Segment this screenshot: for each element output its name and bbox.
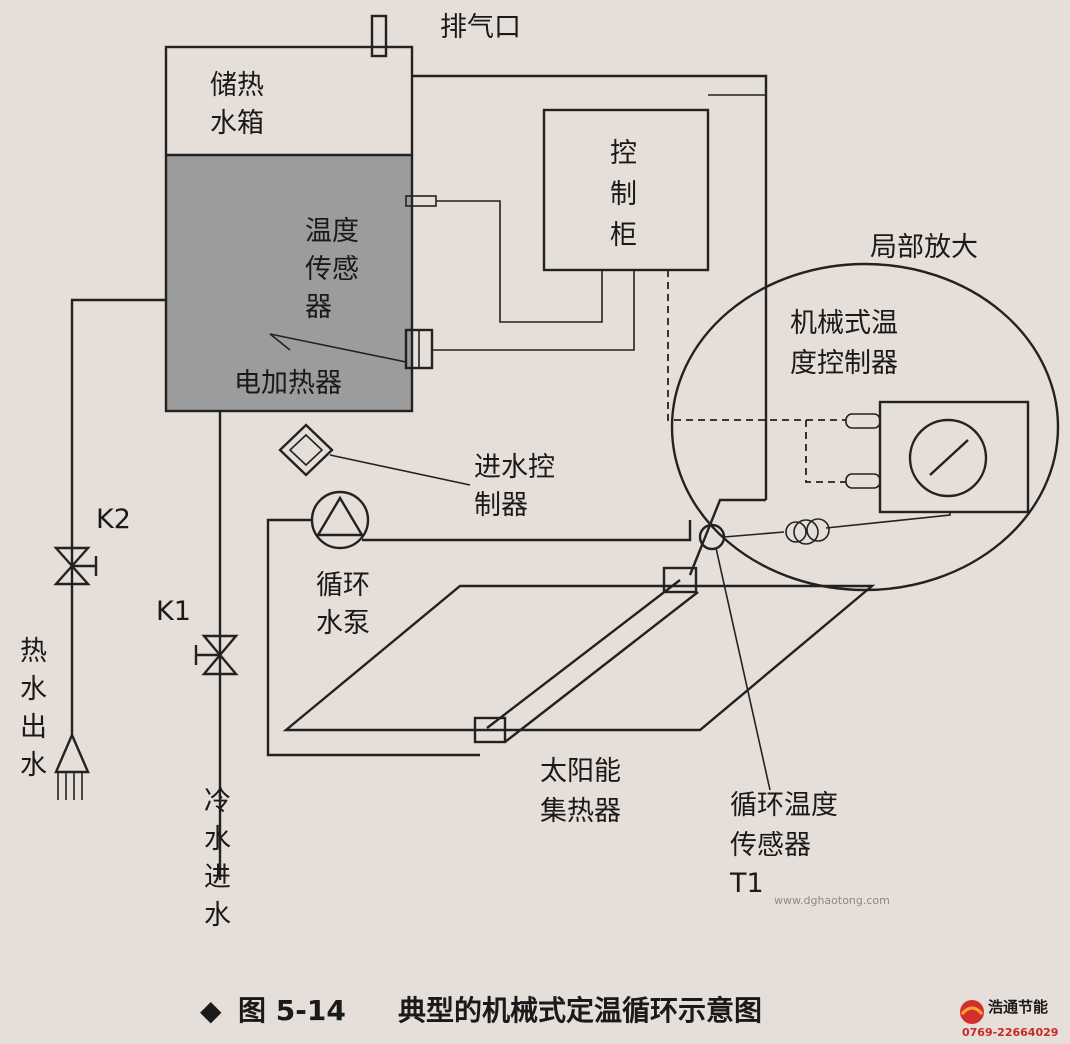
tank-water (166, 155, 412, 411)
valve-k2 (53, 546, 98, 586)
label-control-1: 控 (610, 138, 637, 169)
label-zoom: 局部放大 (870, 232, 978, 263)
logo-phone: 0769-22664029 (962, 1026, 1058, 1039)
valve-k1 (194, 634, 239, 676)
shower-head (54, 731, 90, 800)
solar-collector (282, 566, 876, 744)
label-tank-1: 储热 (210, 70, 264, 101)
circulation-pump (310, 490, 370, 550)
label-sensor-1: 温度 (305, 216, 359, 247)
caption-symbol: ◆ (200, 994, 222, 1027)
label-cold-in-2: 水 (204, 824, 231, 855)
caption-figure-number: 图 5-14 (238, 994, 346, 1027)
label-control-2: 制 (610, 179, 637, 210)
label-circ-sensor-2: 传感器 (730, 830, 811, 861)
label-cold-in-4: 水 (204, 900, 231, 931)
label-hot-out-2: 水 (20, 674, 47, 705)
label-pump-2: 水泵 (316, 608, 370, 639)
tank-outline (164, 45, 414, 413)
label-control-3: 柜 (610, 220, 637, 251)
brand-logo: 浩通节能 0769-22664029 (960, 998, 1058, 1039)
label-pump-1: 循环 (316, 570, 370, 601)
inlet-controller (278, 423, 471, 486)
label-hot-out-3: 出 (20, 712, 47, 743)
label-collector-1: 太阳能 (540, 756, 621, 787)
pipes (70, 74, 768, 880)
label-cold-in-1: 冷 (204, 786, 231, 817)
logo-name: 浩通节能 (988, 998, 1048, 1016)
label-cold-in-3: 进 (204, 862, 231, 893)
collector-panel (282, 584, 876, 732)
label-circ-sensor-3: T1 (729, 868, 764, 899)
vent-pipe (370, 14, 388, 58)
zoom-ellipse (670, 262, 1060, 592)
storage-tank (164, 14, 437, 413)
circulation-temp-sensor-t1 (698, 523, 726, 551)
mechanical-thermostat (878, 400, 1030, 514)
watermark: www.dghaotong.com (774, 894, 890, 907)
label-collector-2: 集热器 (540, 796, 621, 827)
label-k2: K2 (96, 504, 131, 535)
label-hot-out-4: 水 (20, 750, 47, 781)
caption-title: 典型的机械式定温循环示意图 (398, 994, 762, 1027)
figure-caption: ◆ 图 5-14 典型的机械式定温循环示意图 (200, 994, 762, 1027)
label-mech-1: 机械式温 (790, 308, 898, 339)
label-tank-2: 水箱 (210, 108, 264, 139)
label-vent: 排气口 (440, 12, 521, 43)
label-k1: K1 (156, 596, 191, 627)
label-hot-out-1: 热 (20, 636, 47, 667)
logo-icon (960, 1000, 984, 1024)
heater-element (269, 333, 407, 363)
label-sensor-2: 传感 (305, 254, 359, 285)
thermostat-dial (908, 418, 988, 498)
labels: 排气口 储热 水箱 温度 传感 器 电加热器 控 制 柜 局部放大 机械式温 度… (20, 12, 978, 931)
zoom-detail (667, 262, 1060, 791)
label-inlet-ctrl-1: 进水控 (474, 452, 555, 483)
label-mech-2: 度控制器 (790, 348, 898, 379)
label-sensor-3: 器 (305, 292, 332, 323)
label-heater: 电加热器 (234, 368, 342, 399)
label-circ-sensor-1: 循环温度 (730, 790, 838, 821)
control-cabinet (542, 108, 710, 272)
label-inlet-ctrl-2: 制器 (474, 490, 528, 521)
